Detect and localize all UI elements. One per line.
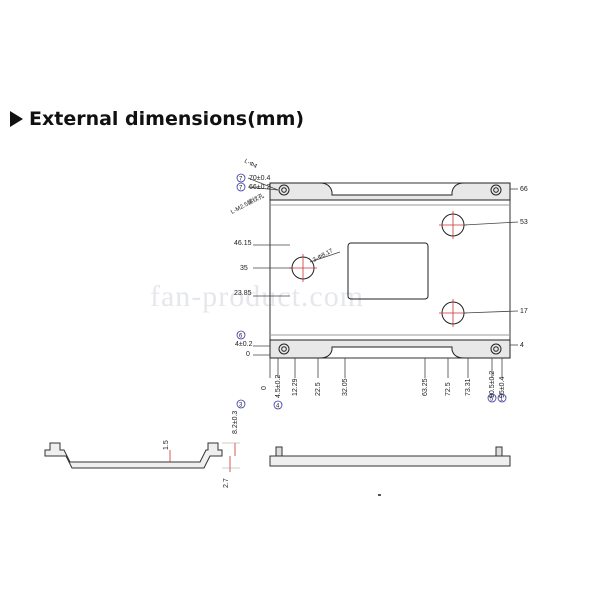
bottom-label-0: 0 [261,386,268,390]
bottom-label-2: 12.29 [292,378,299,396]
left-label-0: 0 [246,351,250,358]
heading-title: External dimensions(mm) [29,108,305,130]
bottom-label-3: 22.5 [315,382,322,396]
right-label-66: 66 [520,186,528,193]
right-label-4: 4 [520,342,524,349]
bottom-circle-3: 1 [500,397,504,403]
bottom-callouts: 4 5 1 [273,393,507,410]
callout-text-1: 70±0.4 [249,175,270,182]
bottom-circle-1: 4 [276,404,280,410]
callouts: 7 70±0.4 7 66±0.2 6 [236,173,270,340]
side-circle: 3 [239,403,243,409]
bottom-label-9: 95±0.4 [499,377,506,398]
bottom-label-1: 4.5±0.2 [275,375,282,398]
bottom-label-6: 72.5 [445,382,452,396]
right-label-53: 53 [520,219,528,226]
right-label-17: 17 [520,308,528,315]
bottom-circle-2: 5 [490,397,494,403]
left-label-4: 4±0.2 [235,341,253,348]
side-label-height: 8.2±0.3 [232,411,239,434]
plate-outline [269,182,511,359]
hole-note-1: L-Φ4 [243,158,258,170]
bottom-label-7: 73.31 [465,378,472,396]
hole-note-2: L-M2.5螺纹孔 [229,191,265,215]
hole-note-3: 3-Φ8.17 [312,248,335,264]
bottom-labels: 0 4.5±0.2 12.29 22.5 32.05 63.25 72.5 73… [261,371,506,398]
heading-arrow-icon [10,111,23,127]
callout-text-2: 66±0.2 [249,184,270,191]
right-labels: 66 53 17 4 [520,186,528,349]
bottom-label-5: 63.25 [422,378,429,396]
mount-holes [278,184,502,355]
callout-num-2: 7 [239,186,243,192]
bottom-label-4: 32.05 [342,378,349,396]
watermark: fan-product.com [150,280,365,313]
left-label-46: 46.15 [234,240,252,247]
bottom-label-8: 90.5±0.2 [489,371,496,398]
left-label-35: 35 [240,265,248,272]
side-view-left [44,442,240,472]
side-view-right [269,446,511,467]
section-heading: External dimensions(mm) [10,104,304,134]
callout-num-1: 7 [239,177,243,183]
side-label-thickness: 1.5 [163,440,170,450]
left-labels: 46.15 35 23.85 4±0.2 0 [234,240,253,358]
side-labels: 1.5 2.7 8.2±0.3 [163,411,239,488]
side-label-27: 2.7 [223,478,230,488]
callout-num-3: 6 [239,334,243,340]
left-label-23: 23.85 [234,290,252,297]
